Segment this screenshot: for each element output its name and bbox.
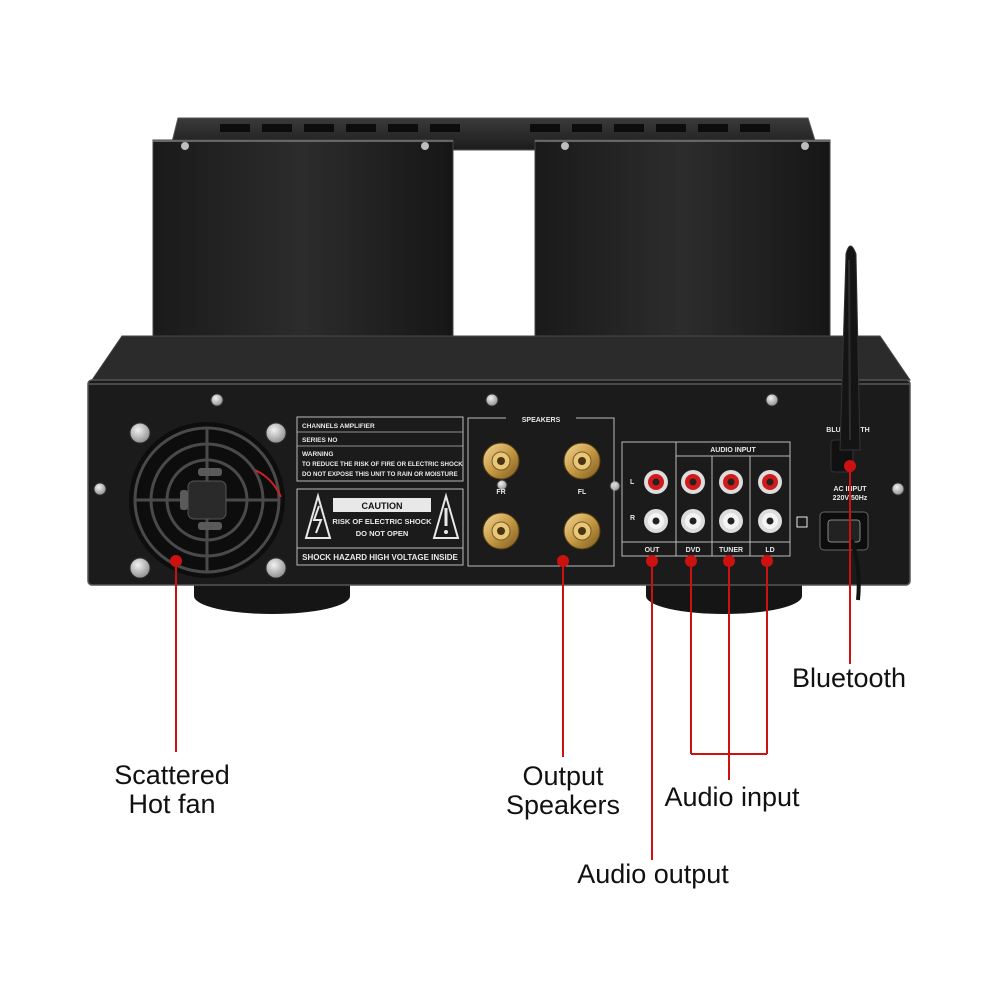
panel-screws <box>93 393 905 496</box>
rca-panel: AUDIO INPUT L R OUT DVD TUNER LD <box>621 441 791 557</box>
jack-label-dvd: DVD <box>686 547 701 554</box>
audio-input-callout: Audio input <box>664 782 800 812</box>
jack-label-out: OUT <box>645 547 661 554</box>
shock-warning-icon <box>304 492 332 539</box>
label-line-1: CHANNELS AMPLIFIER <box>302 423 375 430</box>
terminal-fl-neg <box>563 512 601 550</box>
speaker-label-fr: FR <box>496 489 505 496</box>
bluetooth-callout: Bluetooth <box>791 663 907 693</box>
label-line-2: SERIES NO <box>302 437 337 444</box>
caution-line-2: DO NOT OPEN <box>356 529 409 538</box>
speaker-terminals: SPEAKERS FR FL <box>467 414 615 567</box>
rca-jack-white <box>644 509 782 533</box>
callout-leaders <box>175 466 851 860</box>
speakers-callout-line-2: Speakers <box>505 790 621 820</box>
audio-input-title: AUDIO INPUT <box>710 447 756 454</box>
speakers-callout-line-1: Output <box>522 761 604 791</box>
exclamation-warning-icon <box>432 492 460 539</box>
fan-callout-line-1: Scattered <box>114 760 230 790</box>
audio-output-callout: Audio output <box>577 859 729 889</box>
cooling-fan <box>129 422 287 579</box>
terminal-fr-neg <box>482 512 520 550</box>
speaker-label-fl: FL <box>578 489 587 496</box>
callout-dots <box>170 460 856 567</box>
terminal-fr <box>482 442 520 480</box>
channel-label-r: R <box>630 515 635 522</box>
fan-callout: Scattered Hot fan <box>101 761 243 819</box>
warning-label: CHANNELS AMPLIFIER SERIES NO WARNING TO … <box>296 416 464 566</box>
speakers-callout: Output Speakers <box>492 762 634 820</box>
label-line-3: WARNING <box>302 451 333 458</box>
chassis-slope <box>91 335 911 381</box>
caution-title: CAUTION <box>362 501 403 511</box>
terminal-fl <box>563 442 601 480</box>
channel-label-l: L <box>630 479 635 486</box>
label-line-4: TO REDUCE THE RISK OF FIRE OR ELECTRIC S… <box>302 461 463 468</box>
hazard-text: SHOCK HAZARD HIGH VOLTAGE INSIDE <box>302 553 458 562</box>
rca-jack-red <box>644 470 782 494</box>
speakers-title: SPEAKERS <box>522 417 561 424</box>
jack-label-tuner: TUNER <box>719 547 743 554</box>
caution-line-1: RISK OF ELECTRIC SHOCK <box>332 517 432 526</box>
jack-label-ld: LD <box>765 547 774 554</box>
fan-callout-line-2: Hot fan <box>128 789 216 819</box>
label-line-5: DO NOT EXPOSE THIS UNIT TO RAIN OR MOIST… <box>302 471 458 478</box>
